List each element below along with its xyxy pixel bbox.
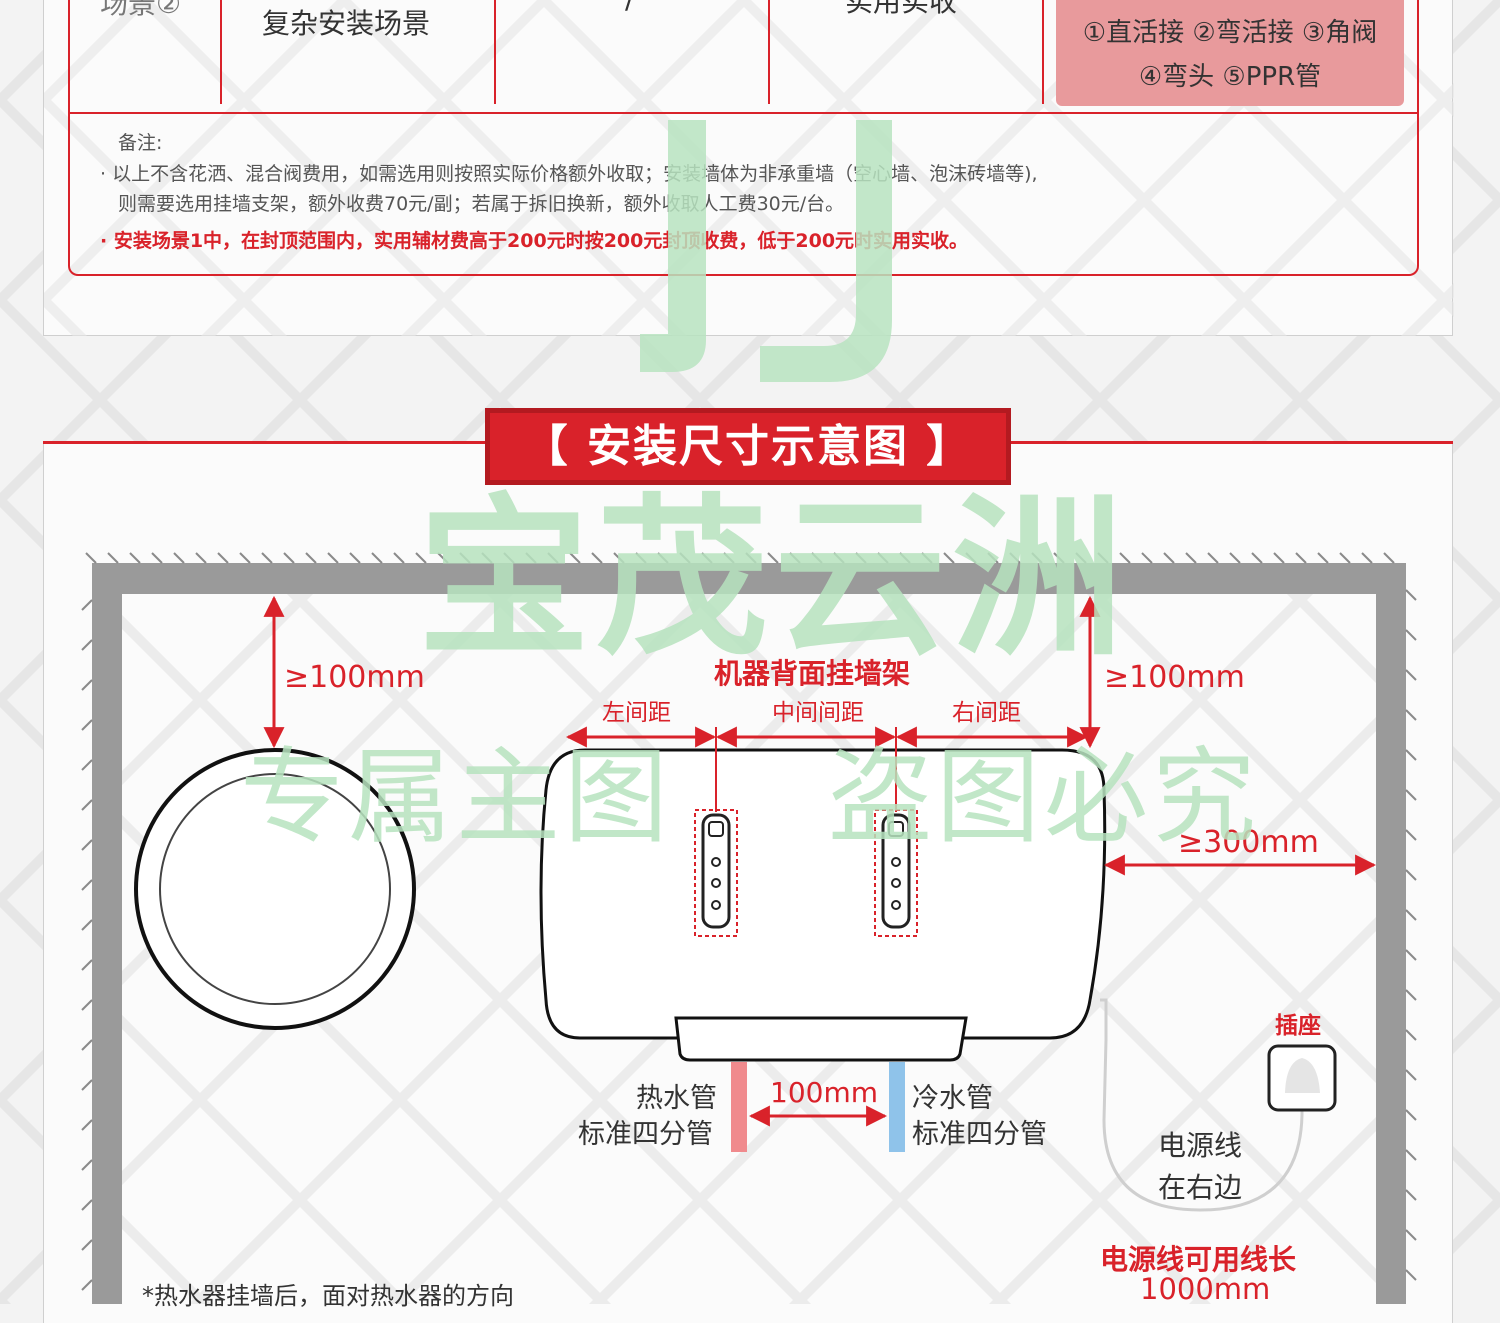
table-divider [494,0,496,104]
fee-table: 场景② 复杂安装场景 / 实用实收 ①直活接 ②弯活接 ③角阀 ④弯头 ⑤PPR… [68,0,1419,276]
cold-pipe-spec: 标准四分管 [912,1119,1047,1150]
wall-bracket-right [874,809,918,937]
hot-water-pipe [731,1062,747,1152]
table-divider [1042,0,1044,104]
notes-line-1: · 以上不含花洒、混合阀费用，如需选用则按照实际价格额外收取；安装墙体为非承重墙… [100,163,1038,185]
top-clearance-left-label: ≥100mm [284,660,425,695]
cord-length-value: 1000mm [1140,1272,1271,1306]
left-spacing-label: 左间距 [602,700,671,726]
power-cord [1100,998,1304,1212]
cold-water-pipe [889,1062,905,1152]
scenario-cell: 复杂安装场景 [262,7,431,40]
cord-length-label: 电源线可用线长 [1100,1243,1297,1276]
accessories-cell: ①直活接 ②弯活接 ③角阀 ④弯头 ⑤PPR管 [1056,0,1404,106]
cord-side-label-1: 电源线 [1158,1129,1243,1162]
bracket-leader-lines [715,727,897,812]
accessories-line-2: ④弯头 ⑤PPR管 [1138,62,1322,92]
socket-icon [1267,1044,1337,1112]
table-divider [768,0,770,104]
heater-front-view [539,748,1107,1062]
section-title: 【 安装尺寸示意图 】 [485,408,1011,485]
top-clearance-right-label: ≥100mm [1104,660,1245,695]
side-clearance-label: ≥300mm [1178,825,1319,860]
middle-spacing-label: 中间间距 [772,700,864,726]
row-label: 场景② [100,0,182,20]
fee-cell: 实用实收 [845,0,958,18]
notes-line-3: · 安装场景1中，在封顶范围内，实用辅材费高于200元时按200元封顶收费，低于… [100,230,969,252]
wall [81,552,1417,1304]
cord-side-label-2: 在右边 [1158,1171,1243,1204]
price-cell: / [625,0,634,15]
right-spacing-label: 右间距 [952,700,1021,726]
socket-label: 插座 [1275,1013,1321,1039]
hot-pipe-label: 热水管 [636,1083,717,1114]
cold-pipe-label: 冷水管 [912,1083,993,1114]
accessories-line-1: ①直活接 ②弯活接 ③角阀 [1082,18,1378,48]
table-divider [220,0,222,104]
notes-line-2: 则需要选用挂墙支架，额外收费70元/副；若属于拆旧换新，额外收取人工费30元/台… [118,193,845,215]
bracket-title: 机器背面挂墙架 [714,657,911,690]
dimension-lines [263,595,1377,1127]
heater-side-view [134,748,416,1030]
hot-pipe-spec: 标准四分管 [578,1119,713,1150]
table-row-divider [70,112,1417,114]
pipe-gap-label: 100mm [770,1076,878,1109]
wall-bracket-left [694,809,738,937]
notes-heading: 备注: [118,132,163,154]
